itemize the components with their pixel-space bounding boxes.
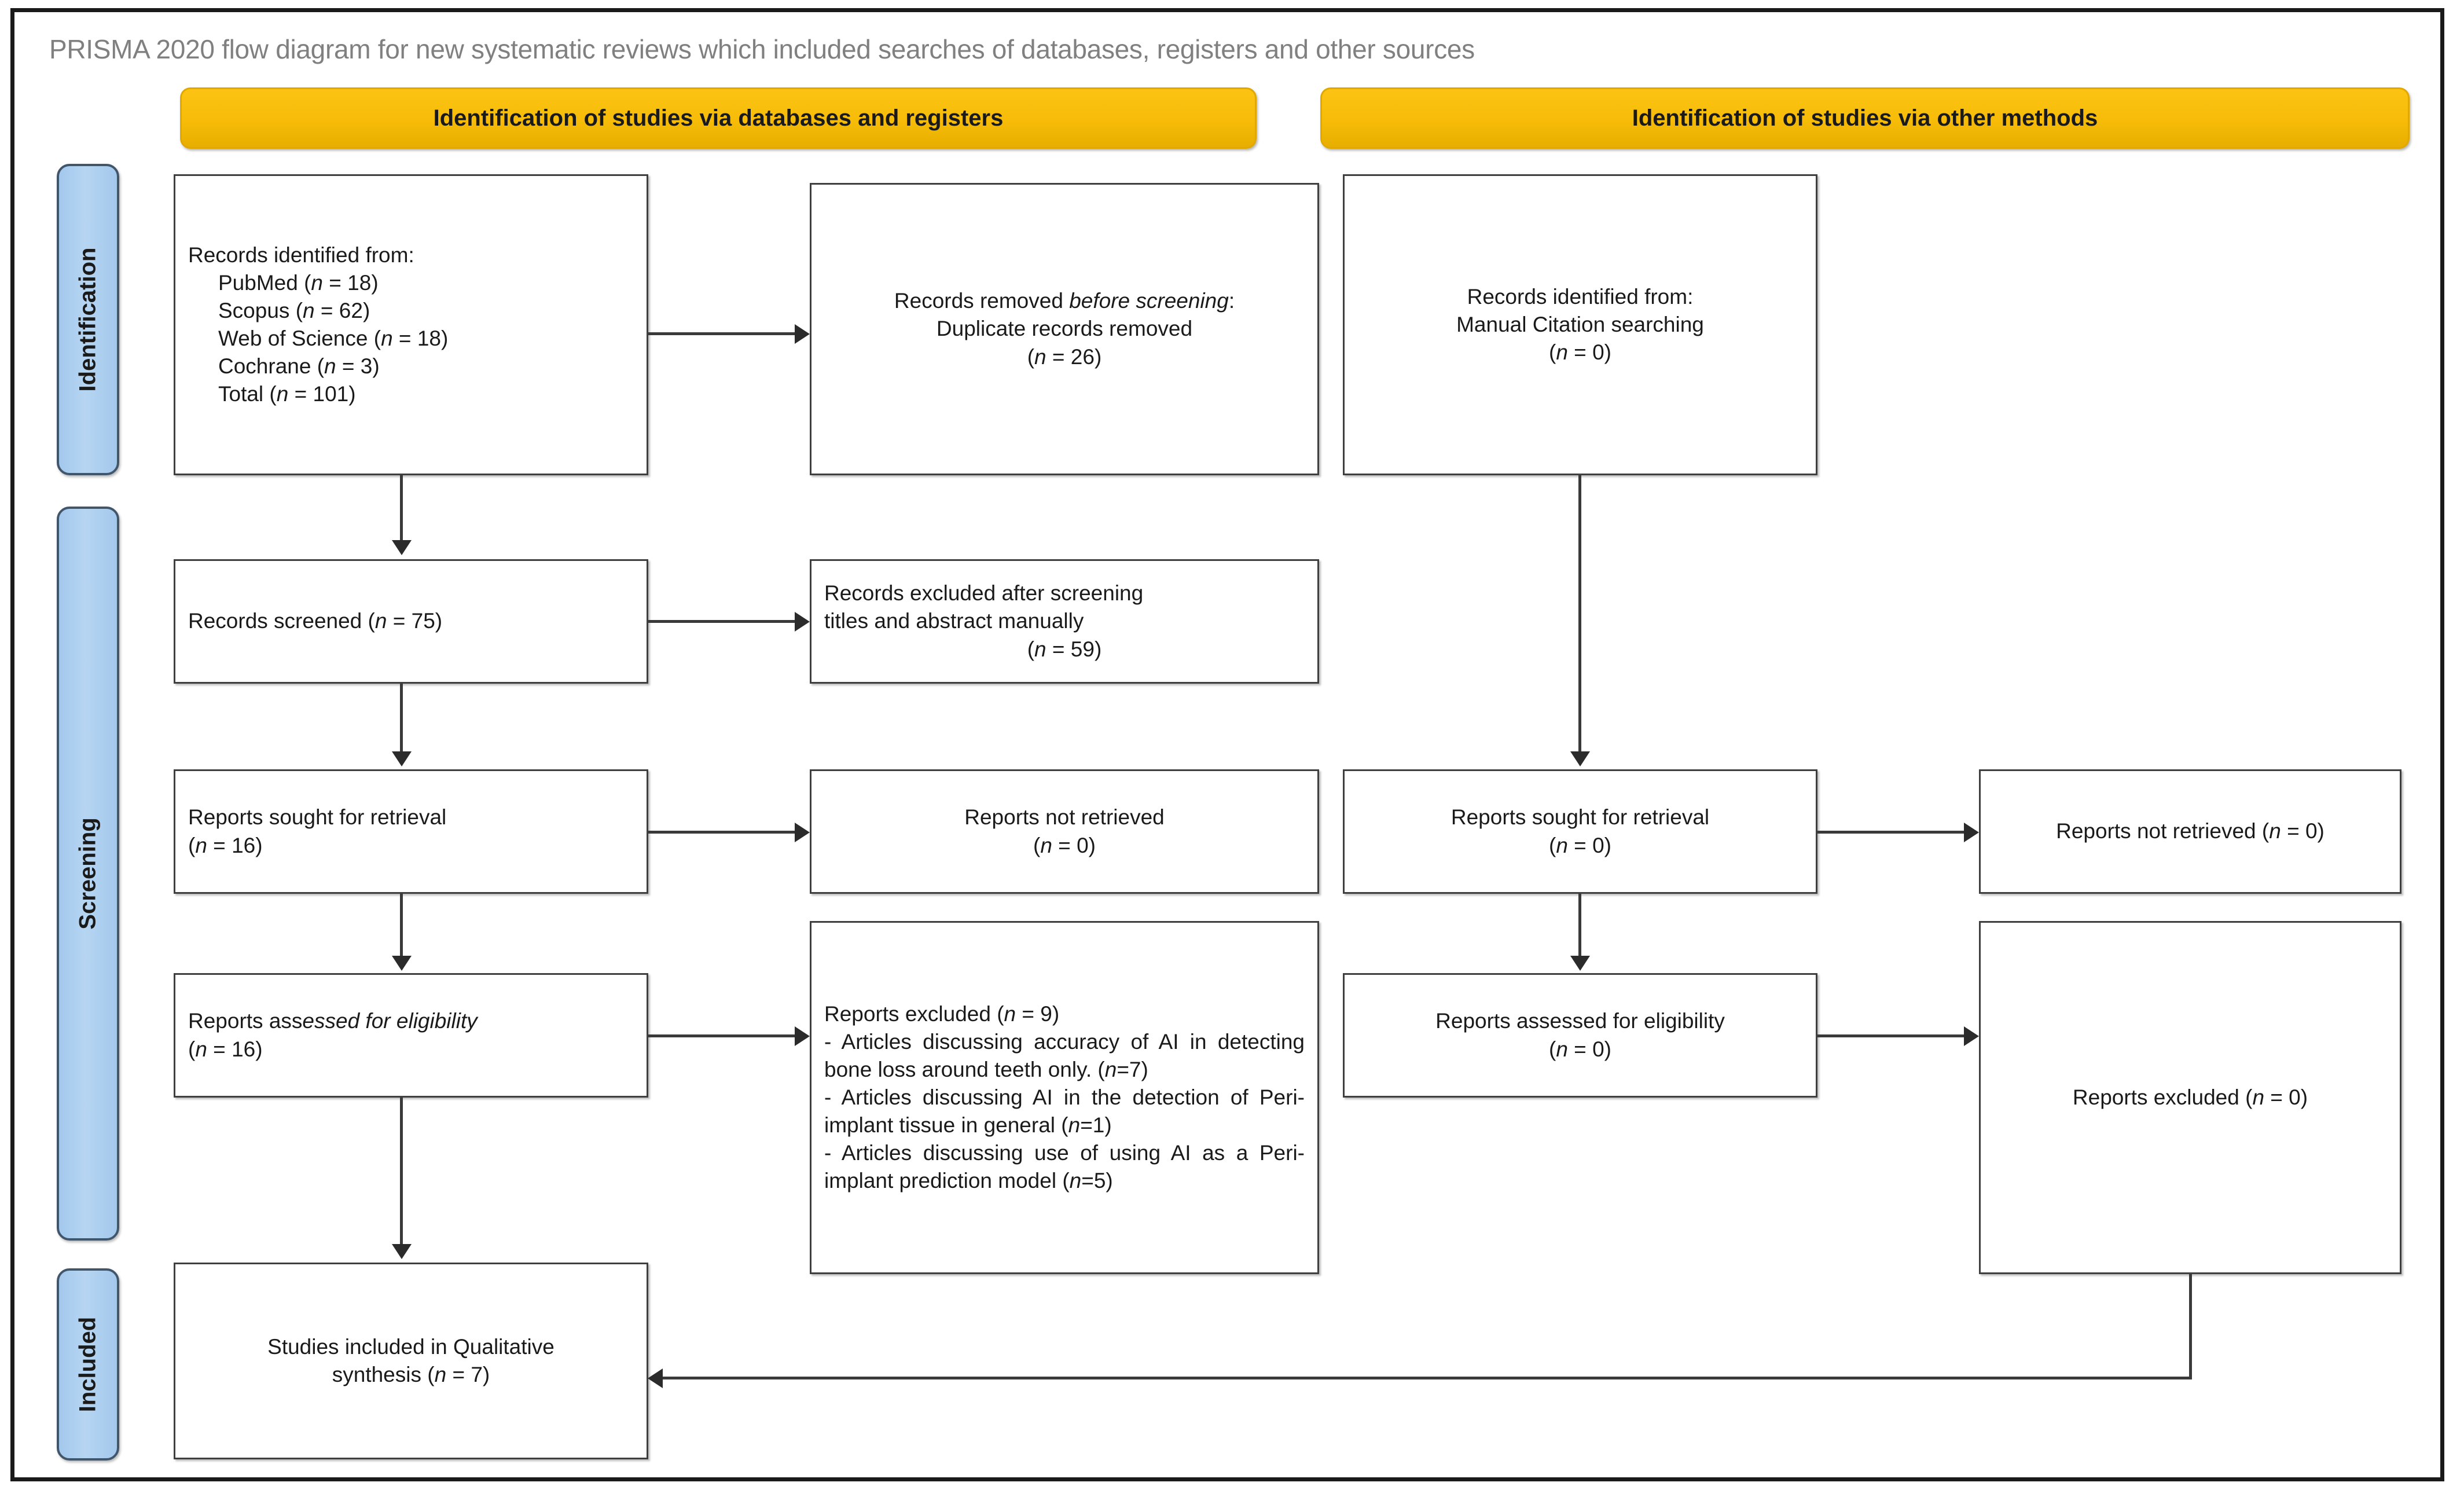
phase-label-identification-text: Identification [75, 247, 101, 392]
other-reports-sought-count: (n = 0) [1549, 833, 1611, 857]
arrowhead-other-return-to-included [648, 1368, 663, 1388]
page-title: PRISMA 2020 flow diagram for new systema… [49, 34, 1475, 64]
connector-stub [648, 332, 651, 334]
other-reports-not-retrieved-text: Reports not retrieved (n = 0) [2056, 819, 2325, 843]
box-studies-included: Studies included in Qualitative synthesi… [174, 1263, 648, 1459]
reports-not-retrieved-line1: Reports not retrieved [964, 805, 1165, 830]
source-scopus: Scopus (n = 62) [218, 298, 370, 322]
box-records-excluded-after-screening: Records excluded after screening titles … [810, 559, 1319, 684]
records-screened-text: Records screened (n = 75) [188, 609, 443, 633]
source-total: Total (n = 101) [218, 382, 356, 406]
stage-header-databases: Identification of studies via databases … [180, 87, 1257, 149]
arrowhead-assessed-to-included [392, 1244, 412, 1259]
connector-other-return-vertical [2189, 1274, 2192, 1378]
arrowhead-identified-to-removed [795, 324, 810, 344]
other-records-identified-count: (n = 0) [1549, 340, 1611, 365]
connector-screened-to-sought [400, 684, 403, 753]
connector-assessed-to-included [400, 1098, 403, 1245]
box-reports-not-retrieved-other: Reports not retrieved (n = 0) [1979, 769, 2401, 894]
phase-label-screening: Screening [57, 507, 119, 1241]
connector-other-identified-to-sought [1578, 475, 1581, 753]
source-cochrane: Cochrane (n = 3) [218, 354, 380, 379]
reports-excluded-heading: Reports excluded (n = 9) [824, 1001, 1060, 1026]
box-reports-sought-databases: Reports sought for retrieval (n = 16) [174, 769, 648, 894]
reports-not-retrieved-count: (n = 0) [1033, 833, 1096, 857]
arrowhead-sought-to-not-retrieved [795, 823, 810, 842]
connector-assessed-to-reports-excluded [648, 1034, 796, 1037]
phase-label-included-text: Included [75, 1316, 101, 1412]
arrowhead-other-sought-to-assessed [1570, 956, 1590, 971]
connector-identified-to-removed [648, 332, 796, 335]
connector-sought-to-not-retrieved [648, 831, 796, 834]
box-reports-excluded-other: Reports excluded (n = 0) [1979, 921, 2401, 1274]
connector-screened-to-excluded [648, 620, 796, 623]
arrowhead-other-sought-to-not-retrieved [1964, 823, 1979, 842]
other-reports-assessed-line1: Reports assessed for eligibility [1435, 1009, 1725, 1033]
records-excluded-count: (n = 59) [1027, 637, 1102, 661]
box-records-removed-before-screening: Records removed before screening: Duplic… [810, 183, 1319, 475]
box-reports-assessed-databases: Reports assessed for eligibility (n = 16… [174, 973, 648, 1098]
box-reports-not-retrieved-databases: Reports not retrieved (n = 0) [810, 769, 1319, 894]
phase-label-identification: Identification [57, 164, 119, 475]
reports-excluded-reason-2: - Articles discussing AI in the detectio… [824, 1085, 1305, 1138]
records-removed-line1: Records removed before screening: [894, 289, 1235, 313]
box-reports-sought-other: Reports sought for retrieval (n = 0) [1343, 769, 1817, 894]
reports-assessed-line1: Reports assessed for eligibility [188, 1009, 478, 1033]
connector-sought-to-assessed [400, 894, 403, 957]
reports-excluded-reason-3: - Articles discussing use of using AI as… [824, 1141, 1305, 1193]
arrowhead-screened-to-excluded [795, 612, 810, 632]
stage-header-other-methods: Identification of studies via other meth… [1320, 87, 2410, 149]
other-records-identified-line2: Manual Citation searching [1456, 312, 1704, 336]
other-reports-excluded-text: Reports excluded (n = 0) [2072, 1085, 2308, 1109]
box-records-identified-other: Records identified from: Manual Citation… [1343, 174, 1817, 475]
phase-label-included: Included [57, 1268, 119, 1461]
box-reports-excluded-databases: Reports excluded (n = 9) - Articles disc… [810, 921, 1319, 1274]
records-removed-count: (n = 26) [1027, 344, 1102, 369]
reports-assessed-count: (n = 16) [188, 1037, 263, 1061]
connector-other-sought-to-assessed [1578, 894, 1581, 957]
records-removed-line2: Duplicate records removed [936, 317, 1193, 341]
connector-other-sought-to-not-retrieved [1817, 831, 1965, 834]
stage-header-other-methods-label: Identification of studies via other meth… [1632, 105, 2098, 131]
arrowhead-sought-to-assessed [392, 956, 412, 971]
records-identified-heading: Records identified from: [188, 243, 414, 267]
other-reports-assessed-count: (n = 0) [1549, 1037, 1611, 1061]
arrowhead-other-assessed-to-excluded [1964, 1026, 1979, 1046]
other-records-identified-line1: Records identified from: [1467, 284, 1694, 309]
records-excluded-line2: titles and abstract manually [824, 609, 1084, 633]
records-excluded-line1: Records excluded after screening [824, 581, 1144, 606]
reports-sought-count: (n = 16) [188, 833, 263, 857]
other-reports-sought-line1: Reports sought for retrieval [1451, 805, 1710, 830]
arrowhead-identified-to-screened [392, 540, 412, 555]
box-records-identified-databases: Records identified from: PubMed (n = 18)… [174, 174, 648, 475]
connector-identified-to-screened [400, 475, 403, 542]
arrowhead-screened-to-sought [392, 751, 412, 766]
source-web-of-science: Web of Science (n = 18) [218, 326, 449, 350]
stage-header-databases-label: Identification of studies via databases … [433, 105, 1004, 131]
diagram-frame: PRISMA 2020 flow diagram for new systema… [10, 8, 2444, 1481]
arrowhead-assessed-to-reports-excluded [795, 1026, 810, 1046]
reports-excluded-reason-1: - Articles discussing accuracy of AI in … [824, 1029, 1305, 1081]
source-pubmed: PubMed (n = 18) [218, 270, 379, 295]
connector-other-assessed-to-excluded [1817, 1034, 1965, 1037]
studies-included-line2: synthesis (n = 7) [332, 1363, 490, 1386]
studies-included-line1: Studies included in Qualitative [267, 1334, 555, 1359]
box-records-screened: Records screened (n = 75) [174, 559, 648, 684]
connector-other-return-horizontal [663, 1377, 2192, 1379]
phase-label-screening-text: Screening [75, 817, 101, 930]
arrowhead-other-identified-to-sought [1570, 751, 1590, 766]
reports-sought-line1: Reports sought for retrieval [188, 805, 447, 830]
box-reports-assessed-other: Reports assessed for eligibility (n = 0) [1343, 973, 1817, 1098]
